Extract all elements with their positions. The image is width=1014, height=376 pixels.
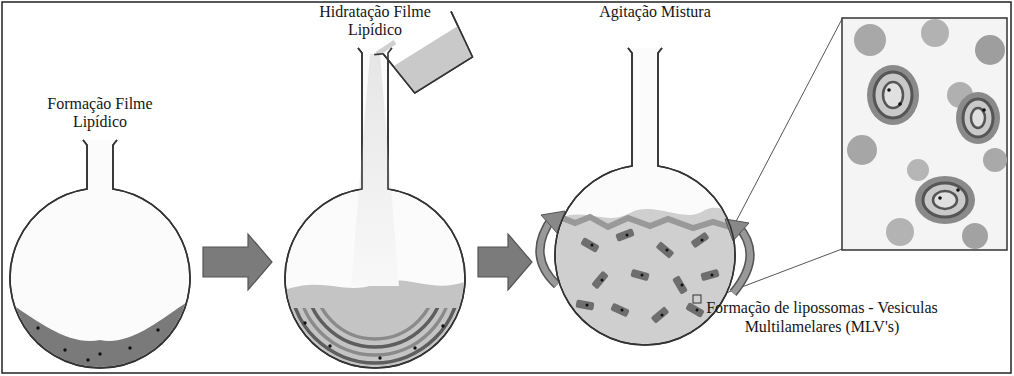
- zoom-inset: [842, 18, 1007, 250]
- drug-dot: [156, 328, 159, 331]
- drug-dot: [441, 324, 444, 327]
- drug-dot: [413, 346, 416, 349]
- lipid-fragment: [580, 237, 600, 253]
- lipid-layers: [290, 308, 460, 363]
- drug-dot: [696, 309, 699, 312]
- step-heading: Formação Filme Lipídico: [44, 95, 156, 131]
- zoom-marker: [693, 295, 701, 303]
- lipid-fragment: [575, 299, 594, 310]
- lipid-fragment: [651, 306, 670, 324]
- lipid-fragment: [656, 241, 675, 259]
- shape: [290, 308, 460, 363]
- drug-dot: [701, 239, 704, 242]
- flask-contents: [555, 208, 735, 345]
- block-arrow: [478, 234, 532, 290]
- lipid-suspension: [555, 215, 733, 228]
- lipid-fragment: [685, 302, 705, 318]
- result-caption: Formação de lipossomas - Vesiculas Multi…: [672, 298, 972, 336]
- drug-dot: [621, 309, 624, 312]
- pouring-stream: [351, 54, 399, 286]
- drug-dot: [86, 358, 89, 361]
- flask-outline: [285, 48, 465, 368]
- flask-stage: Formação Filme Lipídico: [5, 95, 195, 372]
- rotation-arrow: [725, 219, 750, 293]
- lipid-fragment: [672, 275, 688, 295]
- drug-dot: [681, 284, 684, 287]
- flask-outline: [10, 140, 190, 368]
- flask-outline: [285, 48, 465, 368]
- drug-dot: [601, 279, 604, 282]
- drug-dot: [666, 249, 669, 252]
- vesicle: [956, 92, 1000, 144]
- lipid-fragment: [610, 303, 630, 318]
- vesicle: [867, 65, 919, 125]
- lipid-suspension: [555, 208, 735, 345]
- flask-outline: [10, 140, 190, 368]
- vesicle: [915, 176, 975, 224]
- drug-dot: [63, 348, 66, 351]
- drug-dot: [591, 244, 594, 247]
- flask-illustration: [5, 95, 195, 372]
- shape: [306, 308, 444, 347]
- block-arrow: [203, 234, 272, 290]
- flask-illustration: [540, 3, 770, 348]
- lipid-fragment: [630, 269, 649, 281]
- lipid-fragment: [591, 271, 609, 290]
- step-heading: Agitação Mistura: [599, 3, 711, 21]
- drug-dot: [303, 321, 306, 324]
- drug-dot: [36, 326, 39, 329]
- drug-dot: [128, 346, 131, 349]
- drug-dot: [378, 356, 381, 359]
- lipid-fragment: [615, 228, 635, 242]
- shape: [298, 308, 452, 355]
- flask-contents: [10, 300, 190, 368]
- flask-stage: Agitação Mistura: [540, 3, 770, 348]
- flask-stage: Hidratação Filme Lipídico: [280, 3, 470, 370]
- lipid-fragment: [690, 232, 709, 249]
- drug-dot: [328, 344, 331, 347]
- shape: [374, 50, 383, 58]
- step-heading: Hidratação Filme Lipídico: [319, 3, 431, 39]
- drug-dot: [711, 274, 714, 277]
- drug-dot: [586, 304, 589, 307]
- lipid-fragment: [700, 269, 719, 281]
- shape: [314, 308, 436, 339]
- drug-dot: [661, 314, 664, 317]
- drug-dot: [641, 274, 644, 277]
- drug-dot: [98, 352, 101, 355]
- flask-illustration: [280, 3, 470, 370]
- drug-dot: [626, 234, 629, 237]
- lipid-film: [10, 300, 190, 368]
